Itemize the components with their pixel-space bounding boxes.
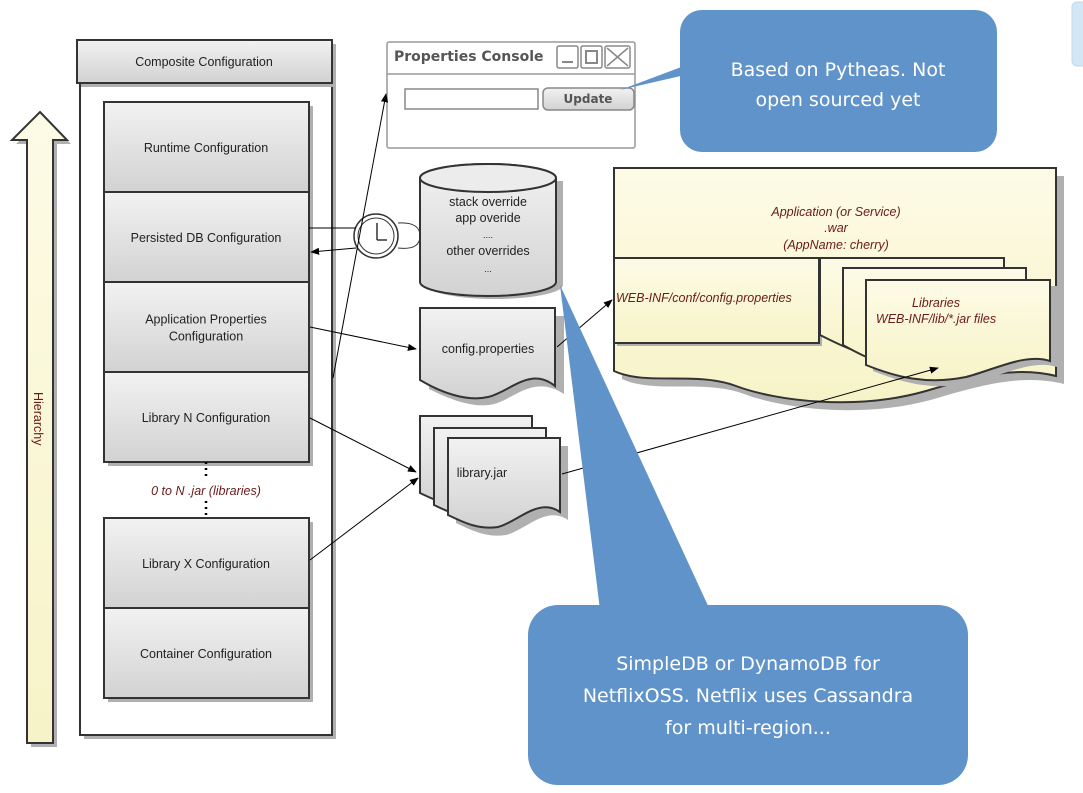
- config-properties-label: config.properties: [442, 342, 534, 356]
- layer-label: Configuration: [169, 330, 243, 344]
- console-input[interactable]: [404, 88, 539, 110]
- layer-label: Container Configuration: [140, 647, 272, 661]
- layer-label: Persisted DB Configuration: [131, 231, 282, 245]
- layer-library-n: Library N Configuration: [103, 371, 313, 466]
- library-jar-label: library.jar: [457, 466, 507, 480]
- libraries-line-2: WEB-INF/lib/*.jar files: [876, 312, 996, 326]
- callout-simpledb-line-3: for multi-region...: [665, 717, 831, 739]
- callout-pytheas-line-2: open sourced yet: [755, 89, 920, 111]
- maximize-button[interactable]: [580, 45, 603, 69]
- app-line-1: Application (or Service): [770, 205, 900, 219]
- db-line-2: app overide: [455, 211, 520, 225]
- update-button-label: Update: [564, 92, 613, 106]
- properties-console-window[interactable]: Properties Console Update: [386, 41, 636, 149]
- layer-label: Runtime Configuration: [144, 141, 268, 155]
- db-line-1: stack override: [449, 195, 527, 209]
- update-button[interactable]: [542, 87, 635, 111]
- db-line-4: other overrides: [446, 244, 529, 258]
- app-line-2: .war: [824, 221, 848, 235]
- connector-library-n: [309, 417, 417, 473]
- connector-console: [332, 93, 389, 379]
- layer-label: Library X Configuration: [142, 557, 270, 571]
- maximize-icon: [585, 50, 598, 64]
- callout-pytheas: Based on Pytheas. Not open sourced yet: [620, 10, 997, 152]
- console-title: Properties Console: [394, 49, 544, 65]
- layer-library-x: Library X Configuration: [103, 517, 313, 612]
- layer-container: Container Configuration: [103, 607, 313, 702]
- clock-icon: [353, 213, 421, 259]
- callout-pytheas-line-1: Based on Pytheas. Not: [731, 59, 946, 81]
- close-icon: [606, 47, 629, 67]
- connector-library-x: [309, 477, 419, 561]
- library-jar-files: library.jar: [419, 415, 568, 536]
- connector-config-properties: [309, 326, 417, 351]
- close-button[interactable]: [604, 45, 631, 69]
- app-config-path: WEB-INF/conf/config.properties: [616, 291, 792, 305]
- app-line-3: (AppName: cherry): [783, 238, 889, 252]
- minimize-button[interactable]: [556, 45, 579, 69]
- db-line-5: ...: [484, 264, 492, 274]
- libraries-line-1: Libraries: [912, 296, 960, 310]
- partial-panel: [1071, 1, 1083, 67]
- layer-runtime: Runtime Configuration: [103, 101, 313, 196]
- config-properties-file: config.properties: [419, 307, 564, 406]
- libraries-note: 0 to N .jar (libraries): [151, 484, 261, 498]
- db-line-3: ....: [483, 230, 493, 240]
- layer-label: Application Properties: [145, 313, 267, 327]
- callout-simpledb-line-1: SimpleDB or DynamoDB for: [616, 653, 880, 675]
- application-war: Application (or Service) .war (AppName: …: [613, 167, 1064, 411]
- layer-persisted-db: Persisted DB Configuration: [103, 191, 313, 286]
- database-cylinder: stack override app overide .... other ov…: [419, 163, 563, 299]
- connector-db-in: [310, 247, 357, 255]
- hierarchy-label: Hierarchy: [31, 392, 45, 446]
- composite-title: Composite Configuration: [135, 55, 273, 69]
- hierarchy-arrow: Hierarchy: [9, 110, 71, 747]
- connector-war-config: [556, 299, 613, 348]
- callout-simpledb: SimpleDB or DynamoDB for NetflixOSS. Net…: [528, 285, 968, 785]
- callout-simpledb-line-2: NetflixOSS. Netflix uses Cassandra: [583, 685, 913, 707]
- layer-label: Library N Configuration: [142, 411, 271, 425]
